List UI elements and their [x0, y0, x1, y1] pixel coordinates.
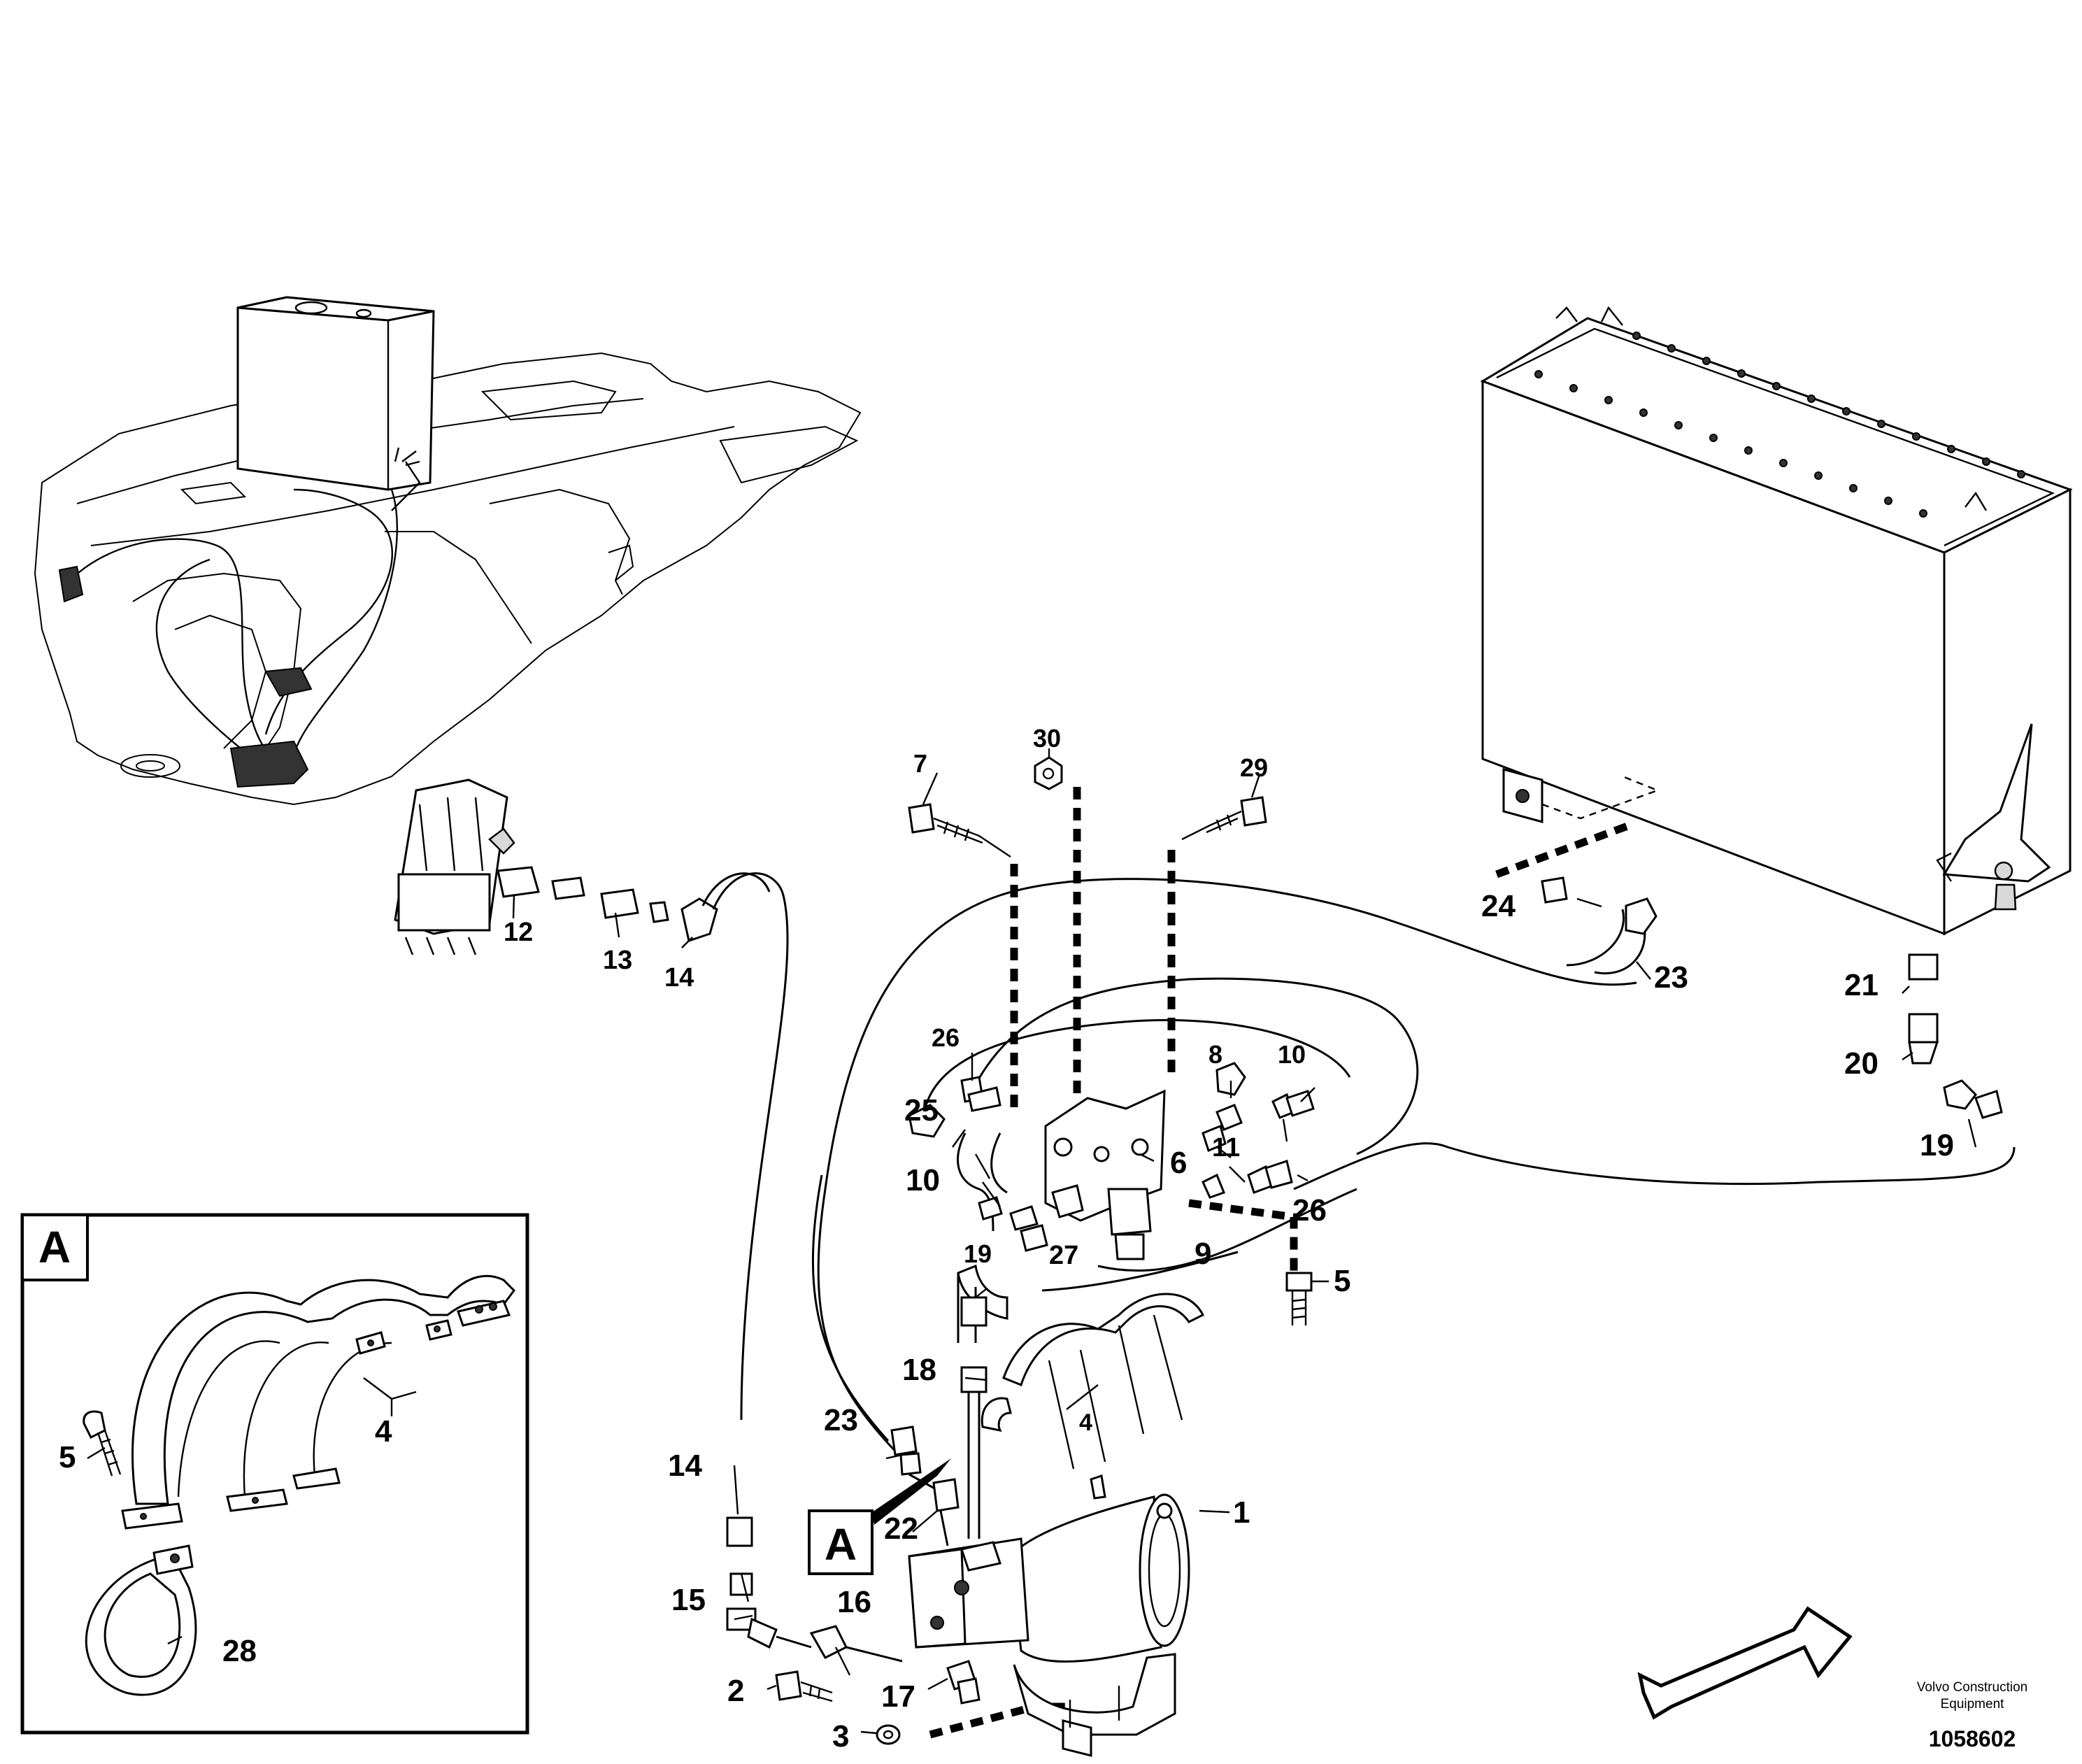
callout-17: 17 — [881, 1679, 915, 1714]
callout-19-right: 19 — [1920, 1128, 1954, 1162]
callout-2: 2 — [727, 1674, 744, 1708]
callout-5-main: 5 — [1334, 1264, 1350, 1298]
chassis-frame-illustration — [34, 296, 862, 806]
callout-10-left: 10 — [906, 1163, 940, 1197]
bolt-5-main — [1285, 1272, 1313, 1325]
callout-30: 30 — [1033, 724, 1061, 753]
hose-routing — [811, 878, 2016, 1456]
bolt-7 — [908, 803, 1011, 858]
detail-a-inset — [20, 1213, 529, 1735]
fitting-12-13-14 — [497, 866, 789, 1421]
callout-25: 25 — [904, 1093, 939, 1128]
detail-a-pointer — [808, 1458, 951, 1575]
washer-3 — [876, 1724, 901, 1745]
callout-23-right: 23 — [1654, 960, 1688, 995]
brand-line-2: Equipment — [1941, 1697, 2005, 1712]
callout-1: 1 — [1233, 1495, 1250, 1530]
electric-pump-illustration — [394, 778, 515, 955]
callout-11: 11 — [1212, 1133, 1240, 1162]
callout-10-top: 10 — [1278, 1040, 1306, 1069]
lower-hoses — [726, 1264, 1008, 1705]
detail-a-box-label: A — [38, 1222, 71, 1272]
callout-5-inset: 5 — [59, 1440, 76, 1474]
callout-20: 20 — [1844, 1046, 1878, 1081]
brand-line-1: Volvo Construction — [1917, 1680, 2027, 1695]
detail-a-pointer-label: A — [825, 1519, 857, 1570]
fittings-center — [908, 876, 2003, 1252]
callout-15: 15 — [671, 1583, 706, 1617]
bolt-29 — [1181, 796, 1267, 841]
hydraulic-tank-illustration — [1480, 306, 2073, 936]
callout-29: 29 — [1240, 753, 1268, 782]
bolt-2 — [775, 1670, 833, 1702]
callout-16: 16 — [837, 1585, 871, 1619]
valve-block-6 — [1044, 1089, 1166, 1260]
direction-arrow — [1637, 1606, 1853, 1720]
leader-lines — [87, 748, 1977, 1735]
callout-9: 9 — [1195, 1237, 1211, 1271]
callout-14-lower: 14 — [668, 1449, 702, 1483]
callout-18: 18 — [902, 1353, 936, 1387]
callout-6: 6 — [1170, 1146, 1187, 1180]
document-number: 1058602 — [1929, 1726, 2016, 1751]
callout-4-main: 4 — [1079, 1409, 1092, 1436]
callout-labels: 1 2 3 4 4 5 5 6 7 8 9 10 10 11 12 13 14 … — [38, 724, 1954, 1754]
callout-28: 28 — [222, 1634, 257, 1668]
callout-24: 24 — [1481, 889, 1516, 923]
callout-4-inset: 4 — [375, 1414, 392, 1449]
callout-22: 22 — [884, 1512, 918, 1546]
callout-23-lower: 23 — [824, 1403, 858, 1437]
callout-14-top: 14 — [664, 963, 694, 993]
callout-13: 13 — [603, 946, 632, 975]
callout-8: 8 — [1208, 1040, 1222, 1069]
callout-26-right: 26 — [1292, 1193, 1327, 1228]
callout-21: 21 — [1844, 968, 1878, 1002]
callout-26-left: 26 — [932, 1023, 960, 1052]
callout-12: 12 — [504, 918, 533, 947]
callout-27: 27 — [1049, 1241, 1078, 1270]
callout-7: 7 — [913, 749, 927, 778]
nut-30 — [1034, 756, 1063, 790]
callout-19-center: 19 — [964, 1239, 992, 1268]
footer-brand: Volvo Construction Equipment 1058602 — [1917, 1680, 2027, 1751]
electric-motor-1 — [908, 1293, 1205, 1757]
callout-3: 3 — [832, 1719, 849, 1754]
